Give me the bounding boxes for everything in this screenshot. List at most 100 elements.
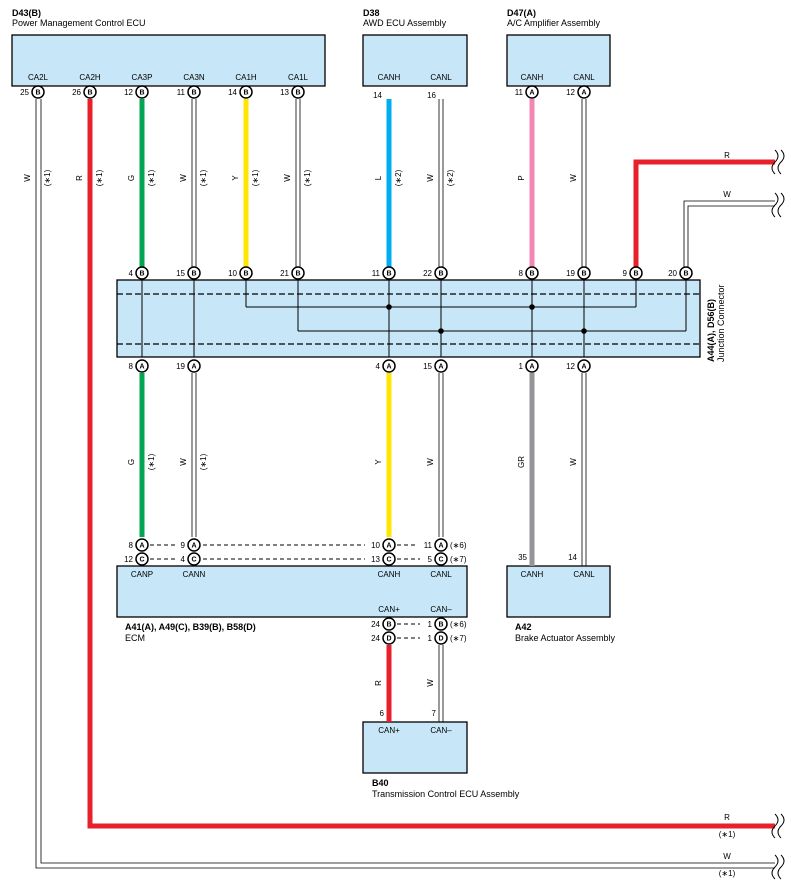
svg-text:A: A bbox=[529, 364, 534, 371]
pin-number: 35 bbox=[518, 553, 527, 562]
connector-circle: B bbox=[31, 85, 45, 99]
ac-pin-label: CANH bbox=[521, 73, 544, 82]
ecm-code: A41(A), A49(C), B39(B), B58(D) bbox=[125, 622, 256, 632]
wire-red-junction-9 bbox=[633, 159, 775, 267]
svg-text:B: B bbox=[139, 90, 144, 97]
connector-circle: B bbox=[434, 266, 448, 280]
svg-text:A: A bbox=[139, 543, 144, 550]
variant-note: (∗7) bbox=[450, 555, 467, 564]
wire-color-label: W bbox=[179, 458, 188, 466]
pin-number: 4 bbox=[376, 362, 381, 371]
wire-break-mark bbox=[771, 149, 779, 175]
pin-number: 1 bbox=[519, 362, 524, 371]
connector-circle: A bbox=[382, 538, 396, 552]
connector-circle: A bbox=[577, 85, 591, 99]
wire-color-label: W bbox=[569, 174, 578, 182]
pin-number: 21 bbox=[280, 269, 289, 278]
pin-number: 26 bbox=[72, 88, 81, 97]
awd-pin-label: CANL bbox=[430, 73, 452, 82]
connector-circle: A bbox=[577, 359, 591, 373]
wire-break-mark bbox=[777, 149, 785, 175]
ecm-pin-label: CANH bbox=[378, 570, 401, 579]
wire-color-label: L bbox=[374, 175, 383, 180]
wire-color-label: R bbox=[724, 151, 730, 160]
pin-number: 12 bbox=[566, 362, 575, 371]
connector-circle: D bbox=[382, 631, 396, 645]
pin-number: 19 bbox=[176, 362, 185, 371]
ecm-pin-label: CANN bbox=[183, 570, 206, 579]
wire-color-label: GR bbox=[517, 456, 526, 468]
svg-text:B: B bbox=[243, 271, 248, 278]
svg-text:B: B bbox=[386, 622, 391, 629]
connector-circle: B bbox=[239, 85, 253, 99]
svg-text:A: A bbox=[581, 364, 586, 371]
junction-node bbox=[529, 304, 535, 310]
pin-number: 6 bbox=[380, 709, 385, 718]
svg-text:B: B bbox=[683, 271, 688, 278]
ecm-box bbox=[116, 565, 468, 618]
svg-text:B: B bbox=[386, 271, 391, 278]
pin-number: 14 bbox=[568, 553, 577, 562]
svg-text:A: A bbox=[529, 90, 534, 97]
wire-note-label: (∗1) bbox=[147, 453, 156, 470]
variant-note: (∗7) bbox=[450, 634, 467, 643]
pin-number: 4 bbox=[181, 555, 186, 564]
variant-note: (∗6) bbox=[450, 620, 467, 629]
pin-number: 11 bbox=[372, 269, 381, 278]
svg-text:B: B bbox=[529, 271, 534, 278]
connector-circle: A bbox=[434, 538, 448, 552]
connector-circle: A bbox=[135, 538, 149, 552]
connector-circle: C bbox=[187, 552, 201, 566]
svg-text:D: D bbox=[386, 636, 391, 643]
svg-text:A: A bbox=[191, 364, 196, 371]
wire-color-label: R bbox=[374, 680, 383, 686]
wire-color-label: W bbox=[426, 174, 435, 182]
ac-code: D47(A) bbox=[507, 8, 536, 18]
connector-circle: B bbox=[239, 266, 253, 280]
junction-name: Junction Connector bbox=[716, 284, 726, 362]
connector-circle: B bbox=[525, 266, 539, 280]
svg-text:A: A bbox=[438, 364, 443, 371]
junction-node bbox=[581, 328, 587, 334]
pin-number: 13 bbox=[280, 88, 289, 97]
wire-note-label: (∗2) bbox=[446, 169, 455, 186]
svg-text:A: A bbox=[139, 364, 144, 371]
pin-number: 11 bbox=[515, 88, 524, 97]
pmc-pin-label: CA1L bbox=[288, 73, 309, 82]
wire-break-mark bbox=[771, 854, 779, 880]
wire-note-label: (∗1) bbox=[43, 169, 52, 186]
pin-number: 25 bbox=[20, 88, 29, 97]
pin-number: 15 bbox=[423, 362, 432, 371]
brake-actuator-box bbox=[506, 565, 611, 618]
svg-text:C: C bbox=[386, 557, 391, 564]
connector-circle: A bbox=[135, 359, 149, 373]
wire-color-label: G bbox=[127, 459, 136, 465]
connector-circle: C bbox=[434, 552, 448, 566]
wire-note-label: (∗1) bbox=[719, 830, 736, 839]
connector-circle: D bbox=[434, 631, 448, 645]
connector-circle: B bbox=[135, 266, 149, 280]
ecm-name: ECM bbox=[125, 633, 145, 643]
connector-circle: A bbox=[187, 538, 201, 552]
wire-color-label: W bbox=[426, 679, 435, 687]
wire-note-label: (∗1) bbox=[199, 453, 208, 470]
svg-text:A: A bbox=[581, 90, 586, 97]
connector-circle: B bbox=[434, 617, 448, 631]
tcm-name: Transmission Control ECU Assembly bbox=[372, 789, 520, 799]
connector-circle: B bbox=[679, 266, 693, 280]
pmc-name: Power Management Control ECU bbox=[12, 18, 146, 28]
pin-number: 20 bbox=[668, 269, 677, 278]
pin-number: 19 bbox=[566, 269, 575, 278]
wire-color-label: W bbox=[23, 174, 32, 182]
pin-number: 12 bbox=[124, 88, 133, 97]
svg-text:B: B bbox=[191, 271, 196, 278]
svg-text:B: B bbox=[438, 622, 443, 629]
svg-text:A: A bbox=[386, 543, 391, 550]
svg-text:A: A bbox=[191, 543, 196, 550]
pin-number: 1 bbox=[428, 620, 433, 629]
brake-name: Brake Actuator Assembly bbox=[515, 633, 616, 643]
svg-text:C: C bbox=[438, 557, 443, 564]
svg-text:A: A bbox=[386, 364, 391, 371]
pmc-pin-label: CA3N bbox=[183, 73, 205, 82]
connector-circle: B bbox=[187, 266, 201, 280]
